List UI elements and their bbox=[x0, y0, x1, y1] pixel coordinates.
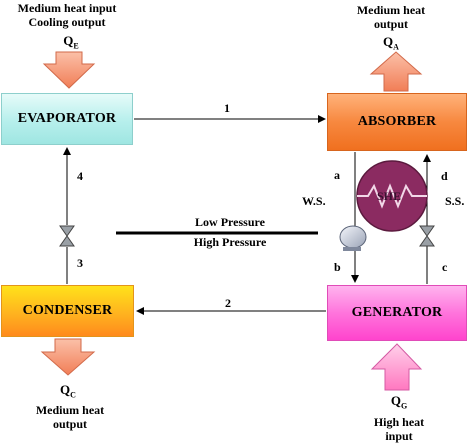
generator-heat-text: High heat input bbox=[364, 415, 434, 443]
generator-heat-line-1: High heat bbox=[373, 415, 425, 429]
absorber-label: ABSORBER bbox=[357, 114, 437, 129]
condenser-heat-text: Medium heat output bbox=[18, 403, 122, 431]
stream-a-label: a bbox=[334, 168, 340, 182]
stream-c-label: c bbox=[442, 260, 448, 274]
generator-heat-input-arrow bbox=[370, 343, 423, 391]
low-pressure-label: Low Pressure bbox=[195, 215, 265, 229]
generator-box: GENERATOR bbox=[327, 285, 467, 341]
absorber-heat-line-1: Medium heat bbox=[356, 3, 426, 17]
qa-symbol: QA bbox=[383, 34, 399, 52]
she-label: SHE bbox=[377, 189, 402, 203]
absorber-heat-output-arrow bbox=[369, 51, 423, 92]
solution-heat-exchanger-icon bbox=[356, 160, 428, 232]
generator-label: GENERATOR bbox=[351, 305, 443, 320]
stream-2-label: 2 bbox=[225, 296, 231, 310]
stream-1-label: 1 bbox=[224, 101, 230, 115]
qg-symbol: QG bbox=[390, 393, 408, 411]
solution-pump-icon bbox=[339, 225, 367, 251]
evaporator-box: EVAPORATOR bbox=[1, 93, 133, 145]
weak-solution-label: W.S. bbox=[302, 194, 326, 208]
stream-3-label: 3 bbox=[77, 256, 83, 270]
condenser-heat-line-2: output bbox=[52, 417, 87, 431]
evaporator-heat-text: Medium heat input Cooling output bbox=[2, 1, 132, 29]
evaporator-heat-line-1: Medium heat input bbox=[17, 1, 117, 15]
evaporator-heat-input-arrow bbox=[42, 51, 96, 89]
high-pressure-label: High Pressure bbox=[193, 235, 267, 249]
generator-heat-line-2: input bbox=[385, 429, 413, 443]
absorber-heat-text: Medium heat output bbox=[336, 3, 446, 31]
evaporator-heat-line-2: Cooling output bbox=[28, 15, 106, 29]
refrigerant-expansion-valve bbox=[59, 225, 75, 247]
absorber-heat-line-2: output bbox=[373, 17, 408, 31]
condenser-label: CONDENSER bbox=[22, 303, 113, 318]
solution-expansion-valve bbox=[419, 225, 435, 247]
stream-b-label: b bbox=[334, 260, 341, 274]
stream-d-label: d bbox=[441, 169, 448, 183]
strong-solution-label: S.S. bbox=[445, 194, 465, 208]
condenser-heat-line-1: Medium heat bbox=[35, 403, 105, 417]
stream-4-label: 4 bbox=[77, 169, 83, 183]
condenser-heat-output-arrow bbox=[40, 338, 96, 376]
evaporator-label: EVAPORATOR bbox=[17, 111, 117, 126]
absorber-box: ABSORBER bbox=[327, 93, 467, 151]
qc-symbol: QC bbox=[60, 382, 76, 400]
condenser-box: CONDENSER bbox=[1, 285, 134, 337]
qe-symbol: QE bbox=[63, 33, 79, 51]
